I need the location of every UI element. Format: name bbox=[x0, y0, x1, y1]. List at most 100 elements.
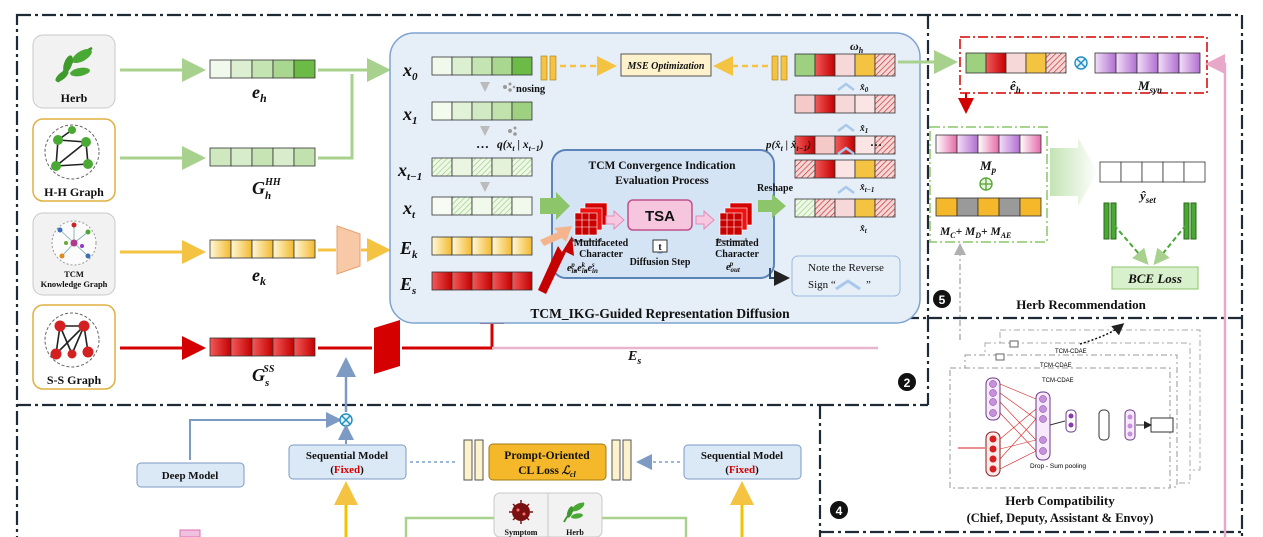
cdae-label-3: TCM-CDAE bbox=[1042, 378, 1074, 384]
y-set-sub: set bbox=[1145, 195, 1156, 205]
svg-text:GsSS: GsSS bbox=[252, 364, 275, 389]
bce-bars bbox=[1103, 202, 1197, 266]
reshape-arrow bbox=[758, 194, 786, 218]
q-sub2: t−1 bbox=[529, 144, 540, 153]
svg-text:Msyn: Msyn bbox=[1137, 78, 1162, 95]
svg-text:ŷset: ŷset bbox=[1138, 188, 1156, 205]
g-ss-symbol: G bbox=[252, 365, 265, 385]
herb-input: Herb bbox=[32, 34, 116, 109]
svg-text:x̂0: x̂0 bbox=[859, 82, 869, 94]
x1-vector bbox=[431, 101, 533, 121]
seq-right-po: ( bbox=[725, 464, 729, 476]
e-h-symbol: e bbox=[252, 82, 260, 102]
m-sum-c: C bbox=[950, 231, 956, 240]
g-hh-merge bbox=[318, 74, 354, 160]
svg-text:ωh: ωh bbox=[850, 39, 864, 55]
omega-h-vector: ωh bbox=[794, 39, 896, 77]
svg-text:CL Loss ℒcl: CL Loss ℒcl bbox=[518, 465, 576, 479]
y-set-vector bbox=[1099, 161, 1206, 183]
p-sub1: t bbox=[781, 144, 784, 153]
svg-text:x̂1: x̂1 bbox=[859, 123, 868, 135]
xhat0-label: x̂ bbox=[859, 82, 865, 93]
symptom-link bbox=[404, 516, 494, 537]
cdae-label-2: TCM-CDAE bbox=[1040, 363, 1072, 369]
svg-text:q(xt | xt−1): q(xt | xt−1) bbox=[497, 139, 544, 153]
diffusion-step-label: Diffusion Step bbox=[630, 257, 691, 268]
bce-label: BCE Loss bbox=[1127, 271, 1182, 286]
p-end: ) bbox=[806, 139, 811, 151]
seq-left-line1: Sequential Model bbox=[306, 450, 388, 462]
seq-right-fixed: Fixed bbox=[729, 464, 755, 476]
xhatt-label: x̂ bbox=[859, 223, 865, 234]
hh-graph-label: H-H Graph bbox=[44, 185, 104, 199]
ss-graph-input: S-S Graph bbox=[32, 304, 116, 390]
herb-recommendation: êh Msyn Mp MC+ MD+ MAE bbox=[929, 36, 1208, 312]
xhatt1-vector: x̂t−1 bbox=[794, 159, 896, 194]
embedding-g-hh: GhHH bbox=[209, 147, 316, 202]
e-k-sub: k bbox=[260, 274, 266, 288]
svg-text:x1: x1 bbox=[402, 104, 418, 127]
es-line-label-sub: s bbox=[636, 356, 641, 367]
estimated-formula: e bbox=[726, 262, 731, 273]
drop-label: Drop - Sum pooling bbox=[1030, 463, 1086, 470]
ss-projection-trapezoid bbox=[374, 320, 400, 374]
e-h-hat-sub: h bbox=[1016, 85, 1021, 95]
noise-icon-2 bbox=[508, 126, 517, 136]
section-frames bbox=[15, 13, 1244, 537]
es-line-label: E bbox=[627, 349, 637, 364]
xhat1-vector: x̂1 bbox=[794, 123, 896, 155]
svg-text:MC+ MD+ MAE: MC+ MD+ MAE bbox=[939, 226, 1011, 240]
prompt-formula: ℒ bbox=[562, 465, 571, 477]
p-mid: | x̂ bbox=[783, 139, 797, 151]
m-syn-label: M bbox=[1137, 78, 1150, 93]
x1-label: x bbox=[402, 104, 412, 124]
hh-graph-input: H-H Graph bbox=[32, 118, 116, 202]
svg-text:x0: x0 bbox=[402, 60, 418, 83]
g-ss-sup: SS bbox=[263, 364, 275, 375]
symptom-label: Symptom bbox=[505, 528, 538, 537]
to-prediction-arrow bbox=[1050, 138, 1098, 206]
e-k-symbol: e bbox=[252, 265, 260, 285]
m-p-label: M bbox=[979, 158, 992, 173]
marker-4 bbox=[830, 501, 848, 519]
oplus-icon bbox=[979, 177, 993, 191]
m-sum-d: D bbox=[974, 231, 981, 240]
g-hh-sup: HH bbox=[264, 177, 282, 188]
seq-left-fixed: Fixed bbox=[334, 464, 360, 476]
to-tsa-arrow bbox=[605, 209, 625, 231]
e-h-hat-label: ê bbox=[1010, 78, 1016, 93]
cdae-label-1: TCM-CDAE bbox=[1055, 349, 1087, 355]
note-pointer bbox=[769, 268, 790, 286]
herb-recommendation-title: Herb Recommendation bbox=[1016, 297, 1146, 312]
prompt-line2: CL Loss bbox=[518, 465, 561, 477]
xhat1-sub: 1 bbox=[865, 127, 869, 135]
kg-projection-trapezoid bbox=[336, 225, 361, 275]
marker-5-label: 5 bbox=[939, 293, 946, 307]
herb-small-icon bbox=[563, 502, 585, 523]
otimes-lower-icon bbox=[339, 413, 353, 427]
compat-to-msyn-line bbox=[1205, 54, 1227, 537]
q-end: ) bbox=[539, 139, 544, 151]
svg-text:einp,eink,eins: einp,eink,eins bbox=[567, 261, 598, 275]
herb-small-label: Herb bbox=[566, 528, 584, 537]
omega-label: ω bbox=[850, 39, 859, 53]
svg-text:Ek: Ek bbox=[399, 238, 418, 261]
prompt-formula-sub: cl bbox=[570, 470, 577, 479]
xhatt1-sub: t−1 bbox=[865, 186, 875, 194]
ek-sub: k bbox=[412, 249, 418, 261]
hh-graph-icon bbox=[44, 124, 100, 180]
q-mid: | x bbox=[515, 139, 529, 151]
tcm-kg-input: TCM Knowledge Graph bbox=[32, 212, 116, 296]
xhatt1-label: x̂ bbox=[859, 182, 865, 193]
ss-graph-icon bbox=[44, 312, 100, 368]
x0-label: x bbox=[402, 60, 412, 80]
xhatt-vector: x̂t bbox=[794, 198, 896, 235]
forward-ellipsis: … bbox=[476, 136, 489, 151]
xt-sub: t bbox=[412, 209, 416, 221]
seq-left-pc: ) bbox=[360, 464, 364, 476]
reverse-chevron-icon bbox=[835, 279, 861, 291]
svg-text:(Fixed): (Fixed) bbox=[330, 464, 364, 476]
noising-label: nosing bbox=[516, 84, 546, 95]
xt1-label: x bbox=[397, 160, 407, 180]
m-p-vector bbox=[935, 134, 1042, 154]
